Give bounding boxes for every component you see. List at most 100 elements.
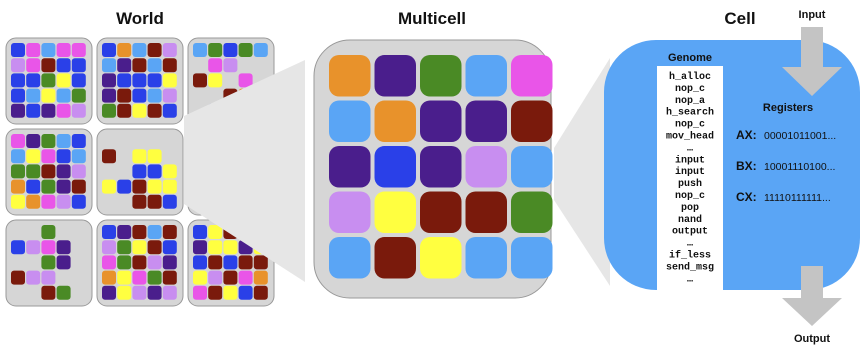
- genome-instruction: nop_c: [675, 120, 705, 131]
- register-name: BX:: [736, 159, 757, 173]
- world-cell: [26, 180, 40, 194]
- world-cell: [41, 58, 55, 72]
- world-cell: [57, 89, 71, 103]
- world-cell: [57, 43, 71, 57]
- world-cell: [57, 58, 71, 72]
- world-cell: [132, 73, 146, 87]
- world-cell: [254, 255, 268, 269]
- world-cell: [102, 43, 116, 57]
- output-label: Output: [794, 333, 830, 345]
- world-cell: [72, 58, 86, 72]
- multicell-cell: [375, 237, 417, 279]
- world-cell: [148, 43, 162, 57]
- multicell-cell: [375, 192, 417, 234]
- multicell-cell: [329, 237, 371, 279]
- world-cell: [117, 286, 131, 300]
- world-cell: [148, 195, 162, 209]
- world-cell: [26, 240, 40, 254]
- world-cell: [102, 271, 116, 285]
- world-cell: [208, 73, 222, 87]
- world-cell: [57, 149, 71, 163]
- multicell-cell: [466, 146, 508, 188]
- world-cell: [72, 180, 86, 194]
- register-value: 11110111111...: [764, 192, 831, 204]
- world-cell: [193, 271, 207, 285]
- world-cell: [239, 286, 253, 300]
- world-cell: [11, 195, 25, 209]
- world-cell: [132, 104, 146, 118]
- multicell-cell: [466, 237, 508, 279]
- world-cell: [11, 240, 25, 254]
- world-cell: [132, 89, 146, 103]
- world-cell: [26, 149, 40, 163]
- world-cell: [132, 195, 146, 209]
- world-cell: [26, 164, 40, 178]
- world-cell: [239, 255, 253, 269]
- world-cell: [132, 240, 146, 254]
- world-cell: [102, 286, 116, 300]
- multicell-cell: [420, 192, 462, 234]
- genome-instruction: input: [675, 166, 705, 178]
- world-cell: [132, 58, 146, 72]
- world-cell: [72, 195, 86, 209]
- multicell-cell: [511, 146, 553, 188]
- world-cell: [148, 58, 162, 72]
- world-cell: [148, 240, 162, 254]
- world-cell: [11, 134, 25, 148]
- multicell-cell: [375, 146, 417, 188]
- world-cell: [57, 73, 71, 87]
- world-cell: [41, 134, 55, 148]
- multicell-cell: [466, 55, 508, 97]
- world-cell: [148, 225, 162, 239]
- world-cell: [41, 225, 55, 239]
- world-cell: [132, 164, 146, 178]
- world-cell: [11, 58, 25, 72]
- world-cell: [163, 73, 177, 87]
- world-cell: [117, 43, 131, 57]
- world-cell: [11, 89, 25, 103]
- multicell-cell: [466, 101, 508, 143]
- world-cell: [132, 286, 146, 300]
- multicell-cell: [375, 55, 417, 97]
- multicell-title: Multicell: [398, 9, 466, 28]
- world-cell: [117, 271, 131, 285]
- world-cell: [72, 89, 86, 103]
- world-cell: [117, 180, 131, 194]
- world-cell: [208, 43, 222, 57]
- world-cell: [193, 286, 207, 300]
- world-cell: [41, 149, 55, 163]
- world-cell: [11, 73, 25, 87]
- world-cell: [41, 286, 55, 300]
- world-cell: [148, 164, 162, 178]
- world-cell: [102, 89, 116, 103]
- world-cell: [223, 286, 237, 300]
- world-title: World: [116, 9, 164, 28]
- world-cell: [57, 255, 71, 269]
- world-cell: [254, 286, 268, 300]
- world-cell: [208, 255, 222, 269]
- cell-title: Cell: [724, 9, 755, 28]
- world-cell: [41, 271, 55, 285]
- genome-instruction: if_less: [669, 250, 711, 262]
- world-cell: [26, 43, 40, 57]
- world-cell: [117, 89, 131, 103]
- world-cell: [148, 271, 162, 285]
- registers-label: Registers: [763, 102, 813, 114]
- world-cell: [72, 43, 86, 57]
- world-cell: [41, 180, 55, 194]
- world-cell: [11, 180, 25, 194]
- world-cell: [26, 73, 40, 87]
- multicell-cell: [329, 55, 371, 97]
- world-cell: [102, 255, 116, 269]
- world-cell: [26, 195, 40, 209]
- world-cell: [41, 43, 55, 57]
- world-cell: [132, 271, 146, 285]
- world-cell: [208, 58, 222, 72]
- world-cell: [163, 43, 177, 57]
- genome-instruction: h_search: [666, 107, 714, 119]
- world-cell: [148, 89, 162, 103]
- world-cell: [223, 271, 237, 285]
- input-label: Input: [799, 9, 826, 21]
- register-value: 10001110100...: [764, 161, 835, 173]
- world-cell: [11, 43, 25, 57]
